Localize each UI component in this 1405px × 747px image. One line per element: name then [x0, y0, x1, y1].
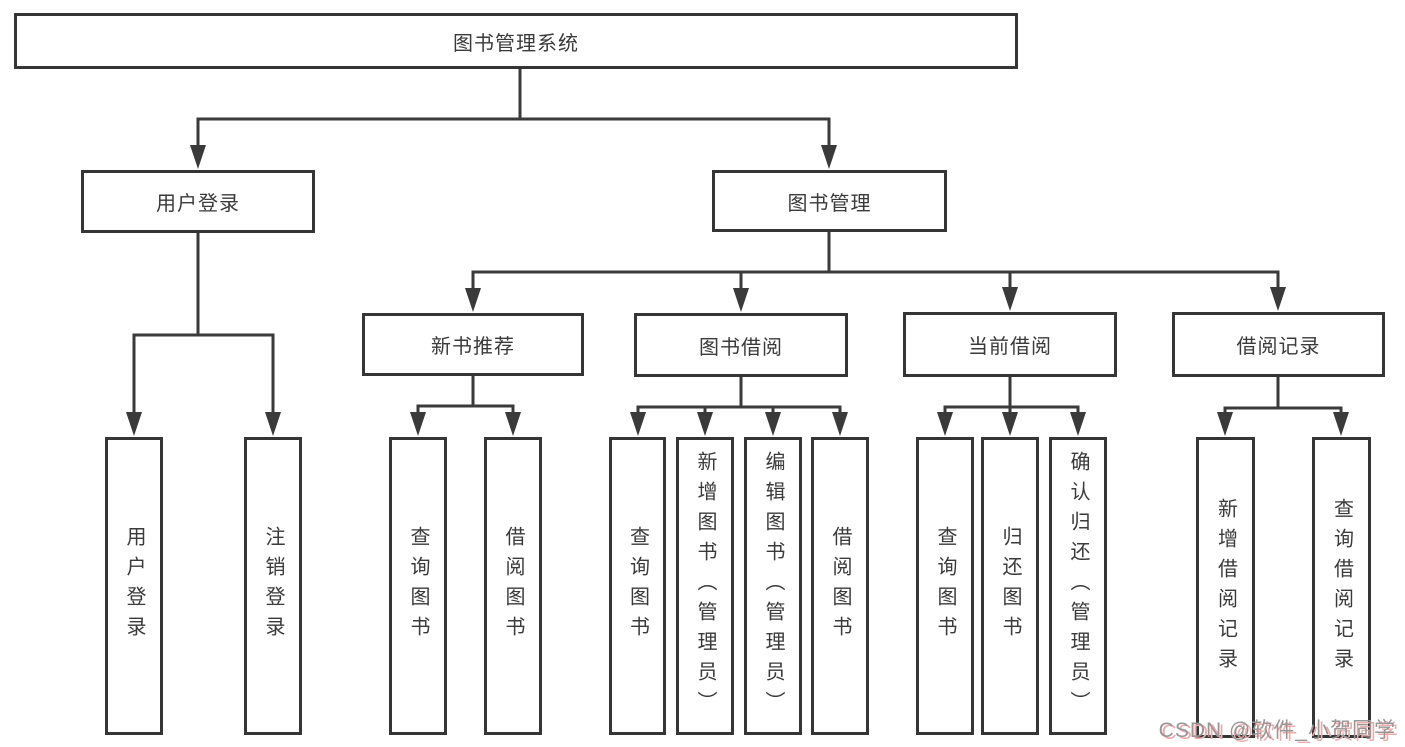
node-new-book-recommend-label: 新书推荐: [431, 336, 515, 358]
csdn-watermark: CSDN @软件_小贺同学: [1158, 719, 1396, 742]
node-user-login-label: 用户登录: [156, 193, 240, 215]
node-user-login: 用户登录: [81, 170, 315, 233]
leaf-confirm-return-admin: 确认归还（管理员）: [1049, 437, 1107, 735]
node-borrow-records-label: 借阅记录: [1236, 336, 1321, 358]
leaf-return-book: 归还图书: [981, 437, 1039, 735]
node-root-label: 图书管理系统: [453, 32, 579, 55]
leaf-borrow-books-borrow: 借阅图书: [811, 437, 869, 735]
leaf-add-borrow-record: 新增借阅记录: [1196, 437, 1255, 738]
leaf-add-book-admin: 新增图书（管理员）: [676, 437, 734, 735]
leaf-query-borrow-record: 查询借阅记录: [1312, 437, 1371, 738]
node-current-borrowing-label: 当前借阅: [968, 336, 1052, 358]
leaf-query-books-recommend: 查询图书: [389, 437, 447, 735]
leaf-logout: 注销登录: [244, 437, 302, 735]
node-book-management: 图书管理: [712, 170, 947, 232]
leaf-borrow-books-recommend: 借阅图书: [484, 437, 542, 735]
node-book-borrowing-label: 图书借阅: [699, 336, 783, 359]
node-book-management-label: 图书管理: [787, 192, 872, 215]
node-root: 图书管理系统: [14, 13, 1018, 69]
node-new-book-recommend: 新书推荐: [362, 313, 584, 376]
leaf-query-books-current: 查询图书: [916, 437, 974, 735]
node-book-borrowing: 图书借阅: [634, 313, 848, 377]
leaf-edit-book-admin: 编辑图书（管理员）: [744, 437, 802, 735]
leaf-user-login: 用户登录: [105, 437, 163, 735]
node-borrow-records: 借阅记录: [1172, 312, 1385, 377]
leaf-query-books-borrow: 查询图书: [609, 437, 666, 735]
node-current-borrowing: 当前借阅: [903, 312, 1117, 377]
